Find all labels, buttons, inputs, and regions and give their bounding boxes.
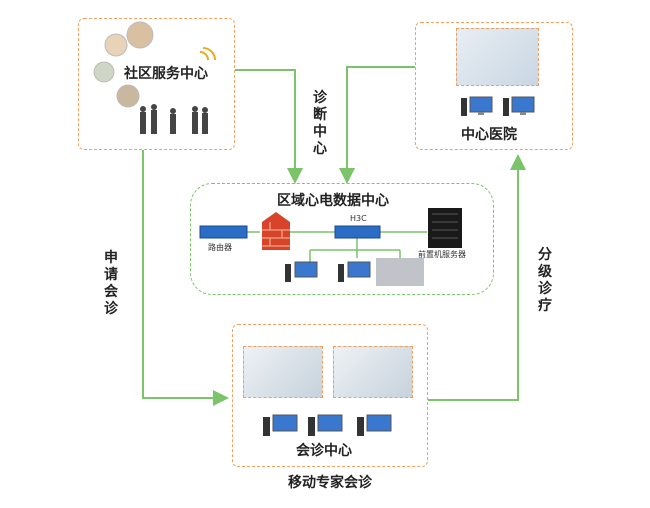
consultation-center-box: [232, 324, 428, 467]
consultation-center-label: 会诊中心: [296, 443, 352, 459]
arrow-community-to-consult: [142, 150, 229, 406]
router-label: 路由器: [208, 243, 232, 252]
tiered-treatment-label: 分级诊疗: [538, 247, 552, 314]
community-center-box: [78, 18, 235, 150]
server-icon: [428, 208, 462, 248]
diagnosis-center-label: 诊断中心: [313, 90, 327, 157]
arrow-community-to-datacenter: [235, 69, 303, 184]
firewall-icon: [262, 212, 290, 250]
central-hospital-box: [415, 22, 573, 150]
central-hospital-label: 中心医院: [461, 127, 517, 143]
switch-label: H3C: [350, 214, 367, 223]
ecg-data-center-label: 区域心电数据中心: [277, 193, 389, 209]
arrow-consult-to-hospital: [428, 154, 526, 401]
apply-consult-label: 申请会诊: [104, 250, 118, 317]
arrow-hospital-to-datacenter: [339, 66, 415, 184]
ecg-data-center-box: [190, 183, 494, 295]
server-label: 前置机服务器: [418, 250, 466, 259]
switch-icon: [334, 225, 381, 239]
community-center-label: 社区服务中心: [124, 66, 208, 82]
mobile-expert-consult-label: 移动专家会诊: [288, 475, 372, 491]
doctor-patient-photo: [456, 28, 539, 86]
doctor-photo-right: [333, 346, 413, 398]
router-icon: [199, 225, 248, 239]
doctor-photo-left: [243, 346, 323, 398]
